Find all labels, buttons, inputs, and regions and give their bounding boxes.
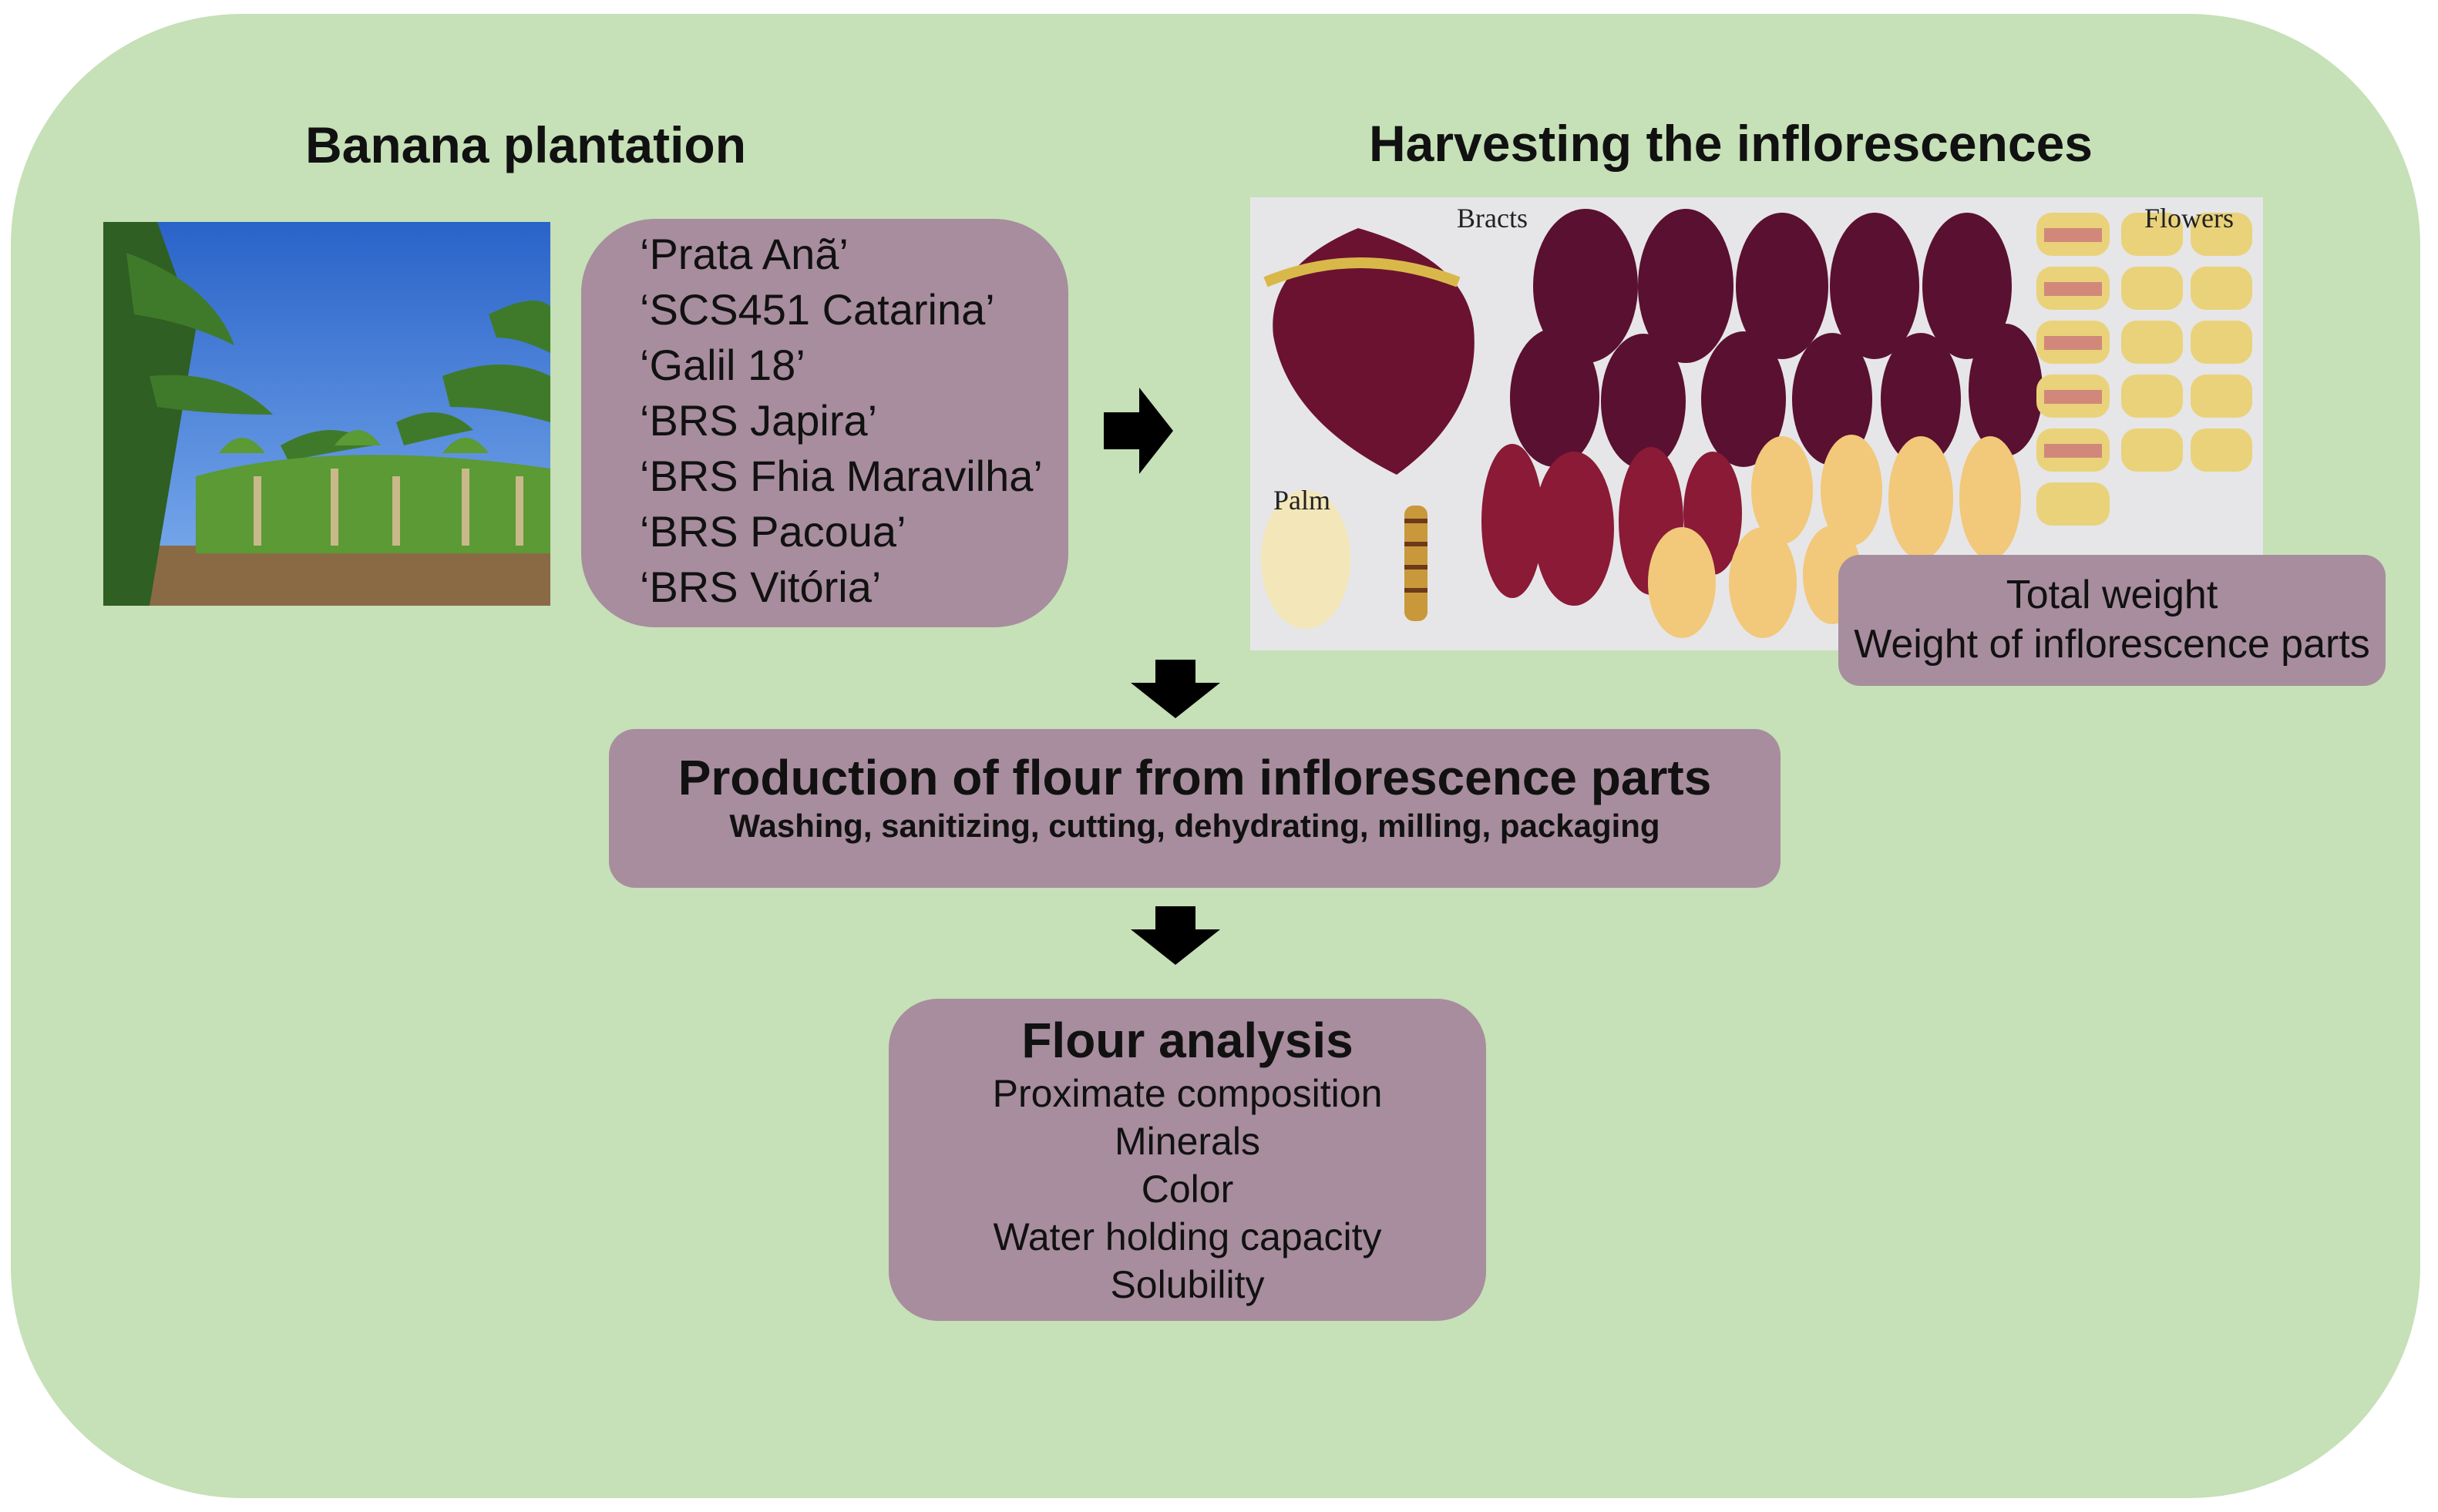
banana-plantation-photo: [103, 222, 550, 606]
photo-label-palm: Palm: [1273, 485, 1331, 516]
variety-item: ‘SCS451 Catarina’: [640, 285, 995, 334]
varieties-list: ‘Prata Anã’ ‘SCS451 Catarina’ ‘Galil 18’…: [581, 219, 1068, 627]
flour-production-steps: Washing, sanitizing, cutting, dehydratin…: [729, 808, 1660, 844]
down-arrow-icon: [1131, 660, 1220, 718]
right-arrow-icon: [1104, 388, 1173, 474]
weight-measurements-box: Total weight Weight of inflorescence par…: [1838, 555, 2386, 686]
heading-harvesting: Harvesting the inflorescences: [1369, 115, 2093, 172]
flour-production-box: Production of flour from inflorescence p…: [609, 729, 1781, 888]
flour-production-title: Production of flour from inflorescence p…: [678, 750, 1712, 805]
heading-banana-plantation: Banana plantation: [305, 116, 747, 173]
analysis-item: Color: [1141, 1168, 1234, 1211]
flour-analysis-box: Flour analysis Proximate composition Min…: [889, 999, 1486, 1321]
flour-analysis-title: Flour analysis: [1021, 1013, 1354, 1068]
variety-item: ‘BRS Vitória’: [640, 563, 882, 611]
weight-item: Total weight: [2006, 573, 2218, 617]
analysis-item: Proximate composition: [992, 1072, 1383, 1115]
photo-label-flowers: Flowers: [2144, 203, 2234, 234]
weight-item: Weight of inflorescence parts: [1854, 622, 2370, 667]
analysis-item: Solubility: [1110, 1263, 1265, 1306]
variety-item: ‘BRS Japira’: [640, 396, 878, 445]
variety-item: ‘Galil 18’: [640, 341, 805, 389]
down-arrow-icon: [1131, 906, 1220, 965]
variety-item: ‘BRS Pacoua’: [640, 507, 906, 556]
variety-item: ‘Prata Anã’: [640, 230, 849, 278]
analysis-item: Water holding capacity: [993, 1215, 1382, 1258]
variety-item: ‘BRS Fhia Maravilha’: [640, 452, 1043, 500]
analysis-item: Minerals: [1115, 1120, 1260, 1163]
photo-label-bracts: Bracts: [1457, 203, 1528, 234]
